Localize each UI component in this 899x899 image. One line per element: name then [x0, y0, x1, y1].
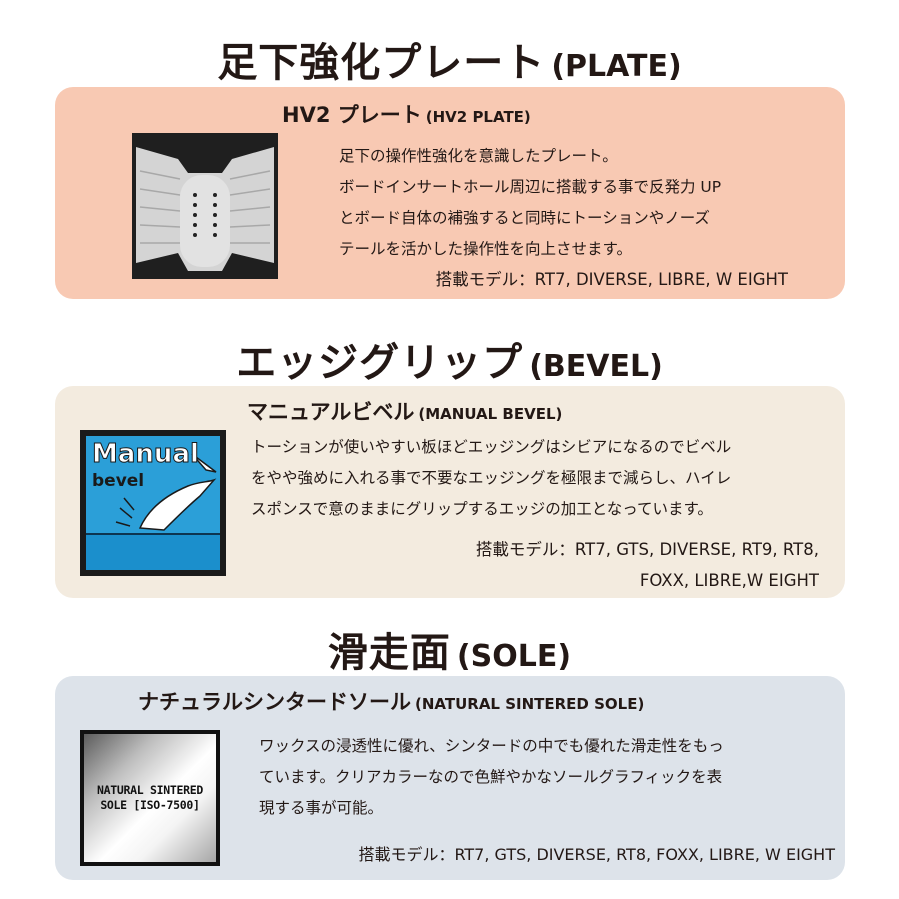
sole-image-label-2: SOLE [ISO-7500] — [100, 798, 200, 812]
section-title-plate: 足下強化プレート(PLATE) — [0, 30, 899, 88]
bevel-title-en: (MANUAL BEVEL) — [418, 405, 563, 423]
bevel-icon-word-1: Manual — [92, 439, 199, 469]
plate-center — [180, 175, 230, 267]
sole-description-line: 現する事が可能。 — [259, 799, 384, 817]
bevel-description-line: をやや強めに入れる事で不要なエッジングを極限まで減らし、ハイレ — [251, 469, 732, 487]
sole-description: ワックスの浸透性に優れ、シンタードの中でも優れた滑走性をもっ ています。クリアカ… — [259, 731, 724, 824]
section-title-plate-jp: 足下強化プレート — [217, 40, 546, 86]
section-title-sole-en: (SOLE) — [456, 639, 572, 674]
manual-bevel-icon: Manual bevel — [80, 430, 226, 576]
plate-title-en: (HV2 PLATE) — [425, 108, 531, 126]
bevel-icon-word-2: bevel — [92, 471, 144, 491]
bevel-title-jp: マニュアルビベル — [247, 400, 415, 424]
bevel-models-line: FOXX, LIBRE,W EIGHT — [639, 571, 819, 590]
plate-description: 足下の操作性強化を意識したプレート。 ボードインサートホール周辺に搭載する事で反… — [339, 141, 721, 265]
bevel-models: 搭載モデル：RT7, GTS, DIVERSE, RT9, RT8, FOXX,… — [476, 534, 819, 596]
section-title-sole-jp: 滑走面 — [327, 630, 451, 676]
section-title-bevel-en: (BEVEL) — [529, 349, 663, 384]
bevel-models-line: 搭載モデル：RT7, GTS, DIVERSE, RT9, RT8, — [475, 540, 819, 559]
sole-image-label-1: NATURAL SINTERED — [97, 783, 203, 797]
sole-card-title: ナチュラルシンタードソール(NATURAL SINTERED SOLE) — [138, 686, 644, 716]
plate-card: HV2 プレート(HV2 PLATE) 足下の操 — [55, 87, 845, 299]
bevel-icon-spark-lines — [115, 497, 135, 527]
section-title-sole: 滑走面(SOLE) — [0, 620, 899, 678]
sole-description-line: ています。クリアカラーなので色鮮やかなソールグラフィックを表 — [259, 768, 723, 786]
plate-title-jp: HV2 プレート — [282, 103, 422, 127]
sole-card: ナチュラルシンタードソール(NATURAL SINTERED SOLE) NAT… — [55, 676, 845, 880]
plate-description-line: テールを活かした操作性を向上させます。 — [339, 240, 632, 258]
plate-models: 搭載モデル：RT7, DIVERSE, LIBRE, W EIGHT — [435, 270, 788, 289]
bevel-description-line: トーションが使いやすい板ほどエッジングはシビアになるのでビベル — [251, 438, 732, 456]
sole-description-line: ワックスの浸透性に優れ、シンタードの中でも優れた滑走性をもっ — [259, 737, 724, 755]
insert-holes — [193, 193, 217, 237]
bevel-icon-tip — [191, 453, 217, 473]
hv2-plate-image — [132, 133, 278, 279]
sintered-sole-image: NATURAL SINTERED SOLE [ISO-7500] — [80, 730, 220, 866]
plate-description-line: とボード自体の補強すると同時にトーションやノーズ — [339, 209, 710, 227]
bevel-icon-lower — [86, 534, 220, 570]
bevel-description-line: スポンスで意のままにグリップするエッジの加工となっています。 — [251, 500, 713, 518]
section-title-bevel-jp: エッジグリップ — [236, 340, 524, 386]
bevel-card: マニュアルビベル(MANUAL BEVEL) Manual bevel トーショ… — [55, 386, 845, 598]
section-title-plate-en: (PLATE) — [551, 49, 682, 84]
plate-description-line: 足下の操作性強化を意識したプレート。 — [339, 147, 618, 165]
plate-grooves — [139, 170, 271, 244]
section-title-bevel: エッジグリップ(BEVEL) — [0, 330, 899, 388]
hv2-plate-illustration — [132, 133, 278, 279]
bevel-icon-edge-shape — [138, 478, 217, 531]
bevel-description: トーションが使いやすい板ほどエッジングはシビアになるのでビベル をやや強めに入れ… — [251, 432, 731, 525]
bevel-card-title: マニュアルビベル(MANUAL BEVEL) — [247, 396, 562, 426]
sole-title-jp: ナチュラルシンタードソール — [138, 690, 411, 714]
sole-models: 搭載モデル：RT7, GTS, DIVERSE, RT8, FOXX, LIBR… — [358, 845, 835, 864]
plate-description-line: ボードインサートホール周辺に搭載する事で反発力 UP — [339, 178, 722, 196]
sintered-sole-surface: NATURAL SINTERED SOLE [ISO-7500] — [84, 734, 216, 862]
manual-bevel-illustration: Manual bevel — [80, 430, 226, 576]
sole-title-en: (NATURAL SINTERED SOLE) — [415, 695, 645, 713]
plate-card-title: HV2 プレート(HV2 PLATE) — [282, 99, 531, 129]
